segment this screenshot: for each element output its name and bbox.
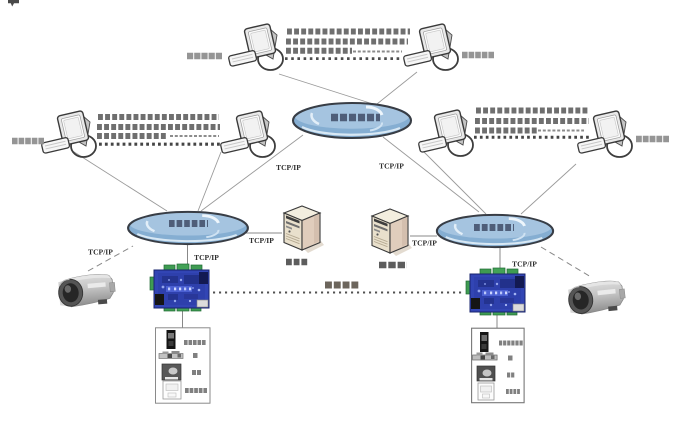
svg-text:TCP/IP: TCP/IP [379,162,404,171]
svg-text:TCP/IP: TCP/IP [194,253,219,262]
svg-text:TCP/IP: TCP/IP [412,239,437,248]
svg-text:TCP/IP: TCP/IP [512,260,537,269]
svg-text:TCP/IP: TCP/IP [88,248,113,257]
svg-text:TCP/IP: TCP/IP [249,236,274,245]
svg-text:TCP/IP: TCP/IP [276,163,301,172]
